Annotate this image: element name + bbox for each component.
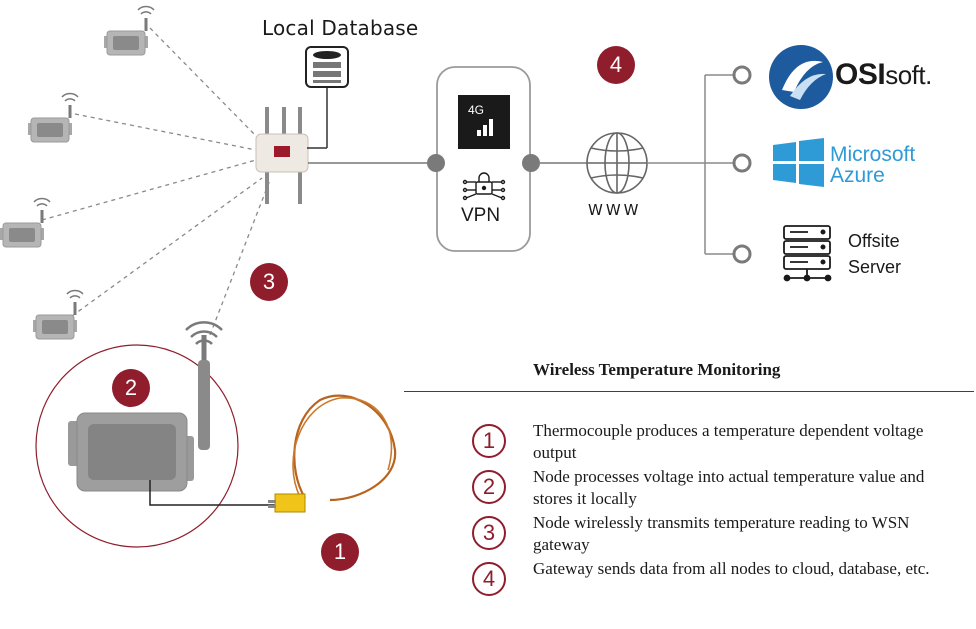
wireless-links bbox=[41, 27, 271, 336]
step-badge-1: 1 bbox=[321, 533, 359, 571]
destination-connectors bbox=[647, 74, 733, 255]
osisoft-logo-icon bbox=[769, 45, 833, 109]
server-icon bbox=[783, 225, 832, 282]
osisoft-bold: OSI bbox=[835, 58, 886, 91]
wireless-node bbox=[68, 321, 223, 492]
vpn-lock-icon bbox=[462, 172, 506, 201]
vpn-label: VPN bbox=[461, 205, 501, 226]
sensor-node-c bbox=[0, 197, 52, 249]
gateway bbox=[255, 107, 309, 204]
offsite-server-label-line1: Offsite bbox=[848, 231, 900, 251]
legend-text-4: Gateway sends data from all nodes to clo… bbox=[533, 559, 930, 578]
legend-number-3: 3 bbox=[472, 516, 506, 550]
legend-number-4: 4 bbox=[472, 562, 506, 596]
step-badge-3: 3 bbox=[250, 263, 288, 301]
offsite-server-label-line2: Server bbox=[848, 257, 902, 277]
thermocouple bbox=[149, 394, 397, 513]
legend-item-3: 3 Node wirelessly transmits temperature … bbox=[472, 512, 962, 556]
legend-item-1: 1 Thermocouple produces a temperature de… bbox=[472, 420, 962, 464]
database-icon bbox=[305, 46, 349, 149]
osisoft-wordmark: OSIsoft. bbox=[835, 58, 932, 92]
sensor-node-a bbox=[102, 5, 156, 57]
sensor-node-b bbox=[26, 92, 80, 144]
azure-label-line2: Azure bbox=[830, 164, 885, 187]
signal-4g-icon bbox=[458, 95, 510, 149]
legend-text-1: Thermocouple produces a temperature depe… bbox=[533, 421, 924, 462]
www-label: WWW bbox=[588, 201, 642, 219]
network-4g-label: 4G bbox=[468, 103, 485, 117]
step-badge-4: 4 bbox=[597, 46, 635, 84]
legend-item-2: 2 Node processes voltage into actual tem… bbox=[472, 466, 962, 510]
globe-icon bbox=[586, 132, 648, 194]
legend-text-3: Node wirelessly transmits temperature re… bbox=[533, 513, 910, 554]
azure-label-line1: Microsoft bbox=[830, 143, 916, 166]
legend-number-2: 2 bbox=[472, 470, 506, 504]
legend-item-4: 4 Gateway sends data from all nodes to c… bbox=[472, 558, 962, 596]
legend-text-2: Node processes voltage into actual tempe… bbox=[533, 467, 925, 508]
windows-logo-icon bbox=[773, 138, 824, 187]
local-database-label: Local Database bbox=[262, 16, 419, 40]
legend-number-1: 1 bbox=[472, 424, 506, 458]
osisoft-light: soft. bbox=[885, 60, 932, 90]
legend-divider bbox=[404, 391, 974, 392]
legend-title: Wireless Temperature Monitoring bbox=[533, 360, 781, 379]
step-badge-2: 2 bbox=[112, 369, 150, 407]
sensor-node-d bbox=[31, 289, 85, 341]
